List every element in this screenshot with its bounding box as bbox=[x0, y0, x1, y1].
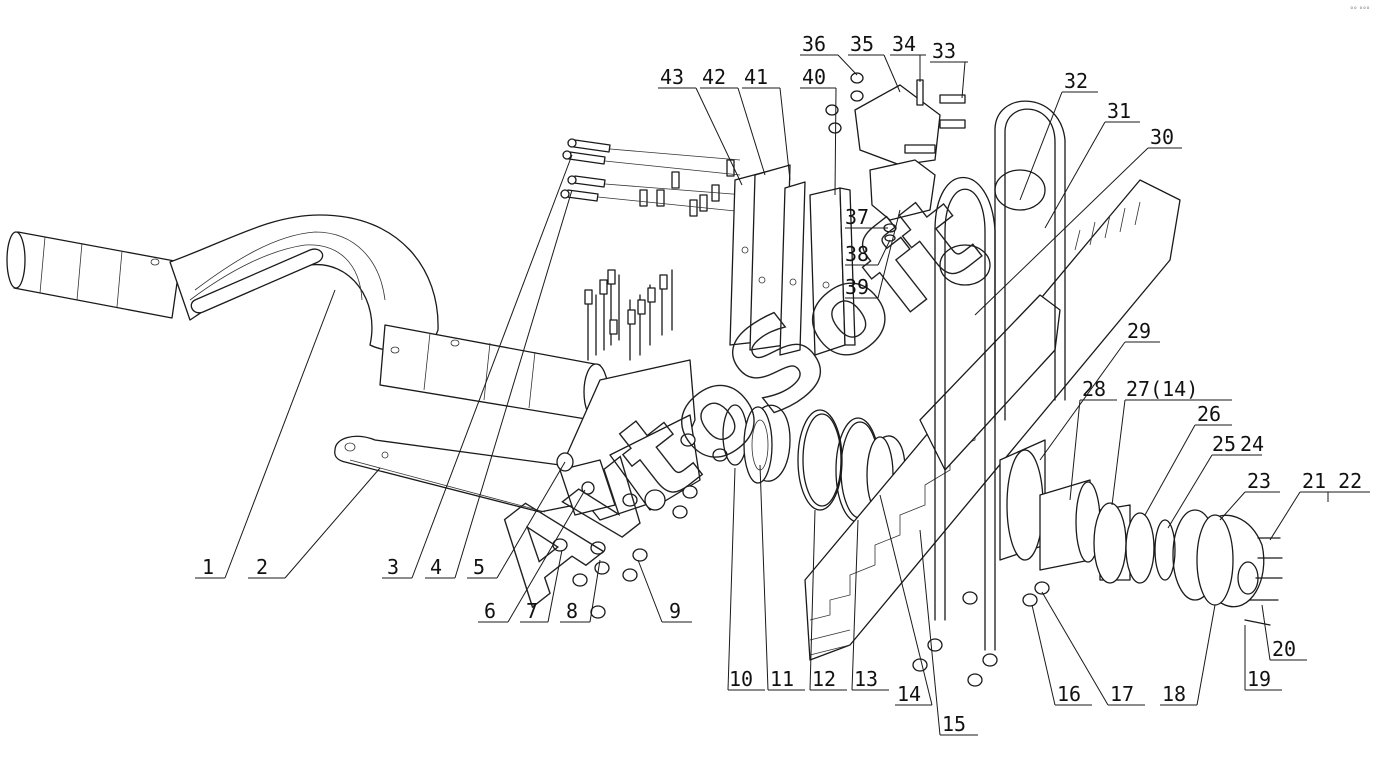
callout-38: 38 bbox=[845, 242, 869, 266]
callout-32: 32 bbox=[1064, 69, 1088, 93]
callout-15: 15 bbox=[942, 712, 966, 736]
callout-36: 36 bbox=[802, 32, 826, 56]
callout-42: 42 bbox=[702, 65, 726, 89]
callout-12: 12 bbox=[812, 667, 836, 691]
callout-27-14: 27(14) bbox=[1126, 377, 1198, 401]
callout-3: 3 bbox=[387, 555, 399, 579]
spring-seat bbox=[556, 359, 701, 521]
callouts: 1 2 3 4 5 6 7 8 9 10 11 12 13 14 15 16 1… bbox=[195, 32, 1370, 736]
crossbeam bbox=[804, 169, 1181, 661]
callout-1: 1 bbox=[202, 555, 214, 579]
callout-37: 37 bbox=[845, 205, 869, 229]
callout-8: 8 bbox=[566, 599, 578, 623]
callout-9: 9 bbox=[669, 599, 681, 623]
callout-7: 7 bbox=[526, 599, 538, 623]
nuts bbox=[552, 433, 728, 619]
callout-23: 23 bbox=[1247, 469, 1271, 493]
callout-24: 24 bbox=[1240, 432, 1264, 456]
callout-14: 14 bbox=[897, 682, 921, 706]
callout-28: 28 bbox=[1082, 377, 1106, 401]
top-bracket bbox=[825, 72, 966, 242]
horizontal-bolts bbox=[560, 138, 746, 213]
callout-41: 41 bbox=[744, 65, 768, 89]
callout-6: 6 bbox=[484, 599, 496, 623]
callout-30: 30 bbox=[1150, 125, 1174, 149]
callout-26: 26 bbox=[1197, 402, 1221, 426]
corner-mark: °° °°° bbox=[1350, 6, 1370, 14]
axle-beam bbox=[6, 214, 609, 421]
callout-39: 39 bbox=[845, 275, 869, 299]
callout-4: 4 bbox=[430, 555, 442, 579]
callout-31: 31 bbox=[1107, 99, 1131, 123]
callout-40: 40 bbox=[802, 65, 826, 89]
callout-33: 33 bbox=[932, 39, 956, 63]
callout-35: 35 bbox=[850, 32, 874, 56]
callout-20: 20 bbox=[1272, 637, 1296, 661]
callout-25: 25 bbox=[1212, 432, 1236, 456]
callout-13: 13 bbox=[854, 667, 878, 691]
callout-2: 2 bbox=[256, 555, 268, 579]
callout-34: 34 bbox=[892, 32, 916, 56]
hub-assembly bbox=[912, 439, 1283, 687]
callout-21-22: 21 22 bbox=[1302, 469, 1362, 493]
callout-16: 16 bbox=[1057, 682, 1081, 706]
callout-29: 29 bbox=[1127, 319, 1151, 343]
callout-11: 11 bbox=[770, 667, 794, 691]
callout-18: 18 bbox=[1162, 682, 1186, 706]
callout-43: 43 bbox=[660, 65, 684, 89]
shim-plates bbox=[729, 164, 856, 356]
callout-10: 10 bbox=[729, 667, 753, 691]
callout-5: 5 bbox=[473, 555, 485, 579]
u-bolts bbox=[934, 100, 1066, 651]
seal-rings bbox=[722, 404, 906, 523]
callout-17: 17 bbox=[1110, 682, 1134, 706]
callout-19: 19 bbox=[1247, 667, 1271, 691]
